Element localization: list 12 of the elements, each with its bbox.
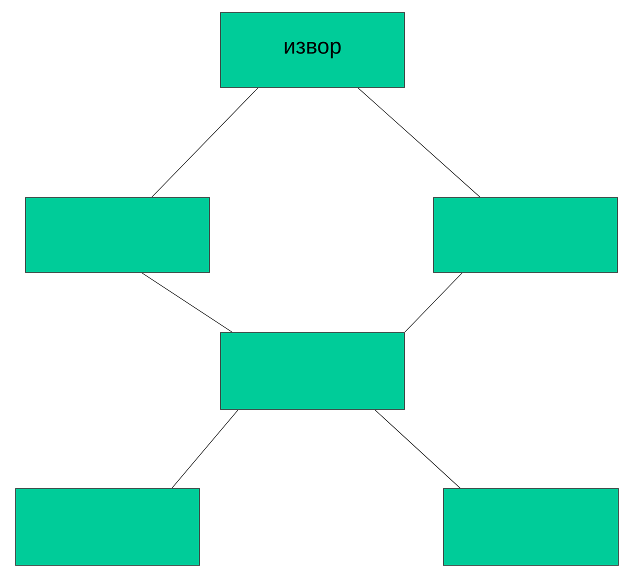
- empty-box: [433, 197, 618, 273]
- empty-box: [443, 488, 619, 566]
- connector-line: [404, 272, 462, 332]
- empty-box: [25, 197, 210, 273]
- connector-line: [358, 88, 480, 198]
- connector-line: [152, 88, 258, 198]
- connector-line: [374, 410, 460, 488]
- empty-box: [220, 332, 405, 410]
- connector-line: [172, 410, 238, 488]
- connector-line: [142, 272, 232, 332]
- empty-box: [15, 488, 200, 566]
- process-box: извор: [220, 12, 405, 88]
